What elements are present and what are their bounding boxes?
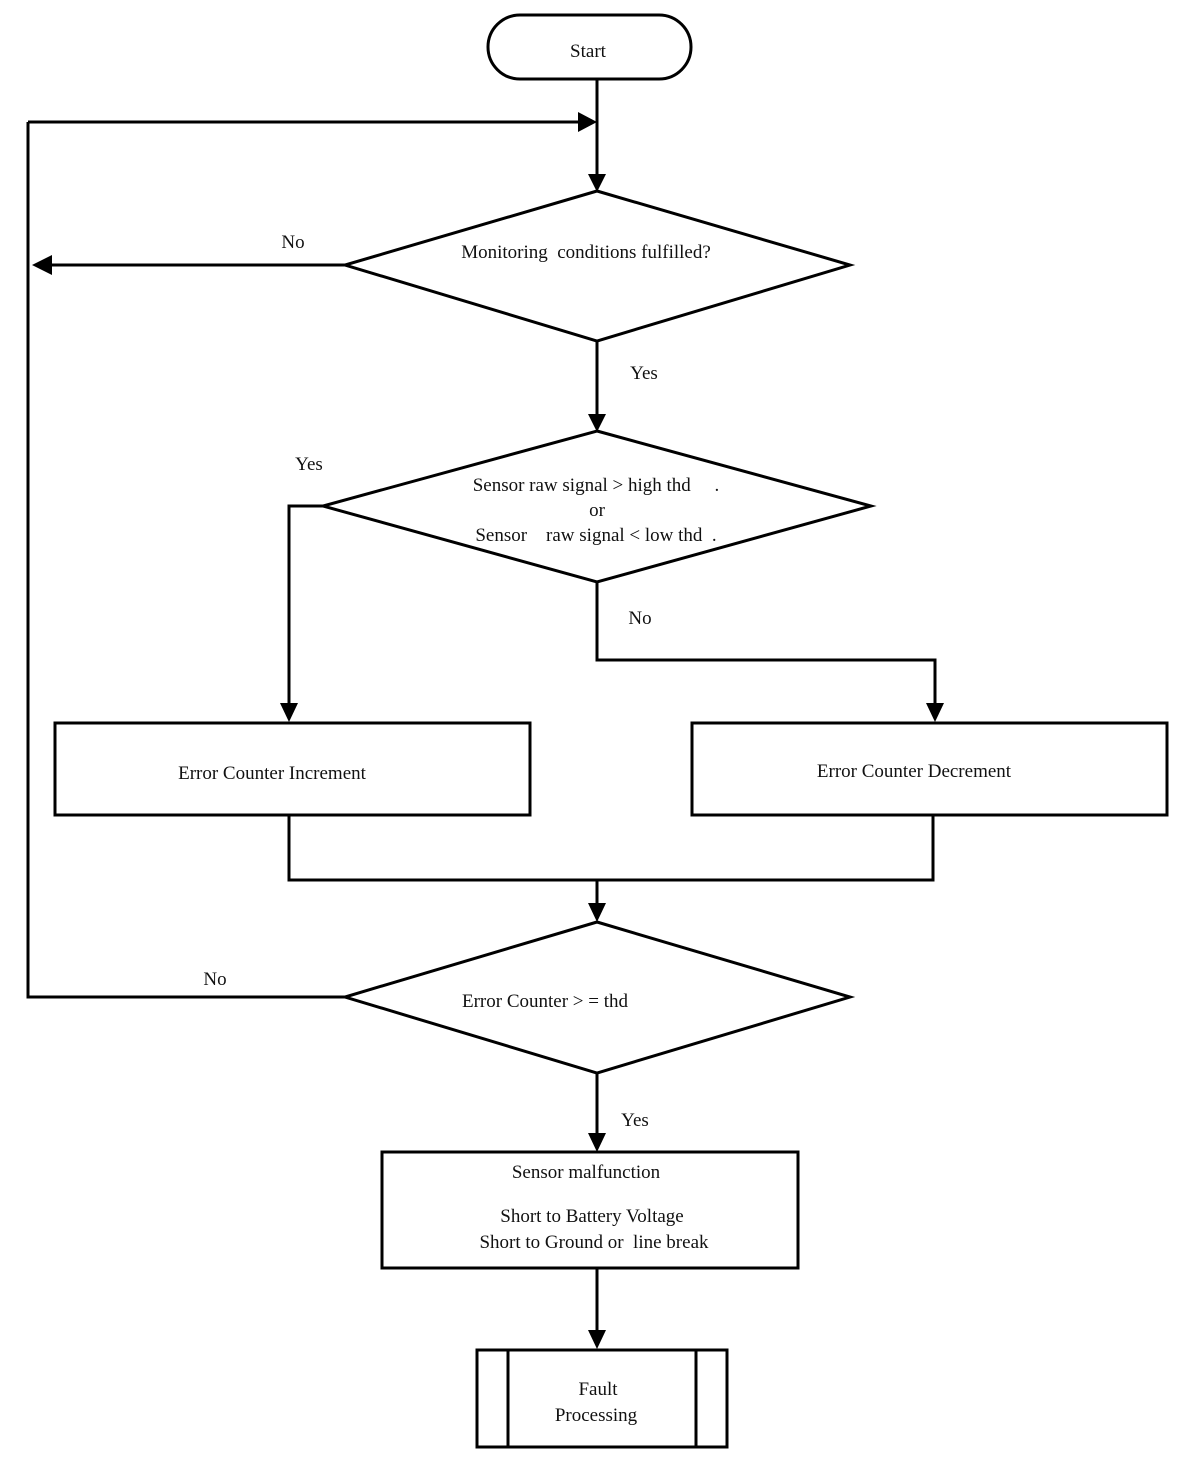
fault-process-box (475, 1348, 729, 1449)
arrowhead-to-monitoring (588, 174, 606, 192)
arrowhead-loop-return (578, 112, 597, 132)
signal-no-label: No (628, 608, 651, 629)
edge-counter-no (26, 122, 345, 999)
arrowhead-to-counter-check (588, 903, 606, 922)
malfunction-line3: Short to Ground or line break (479, 1232, 709, 1253)
start-label: Start (570, 41, 607, 62)
arrowhead-to-malfunction (588, 1133, 606, 1152)
counter-check-label: Error Counter > = thd (462, 991, 629, 1012)
increment-label: Error Counter Increment (178, 763, 367, 784)
arrowhead-monitoring-no (32, 255, 52, 275)
decrement-label: Error Counter Decrement (817, 761, 1012, 782)
monitoring-label: Monitoring conditions fulfilled? (461, 242, 711, 263)
increment-box (53, 721, 532, 817)
start-terminal (486, 13, 693, 81)
counter-yes-label: Yes (621, 1110, 649, 1131)
arrowhead-to-fault (588, 1330, 606, 1349)
malfunction-box (380, 1150, 800, 1270)
signal-check-line3: Sensor raw signal < low thd . (475, 525, 716, 546)
signal-check-line2: or (589, 500, 606, 521)
arrowhead-to-increment (280, 703, 298, 722)
signal-check-line1: Sensor raw signal > high thd . (473, 475, 720, 496)
monitoring-no-label: No (281, 232, 304, 253)
malfunction-line2: Short to Battery Voltage (500, 1206, 683, 1227)
fault-line2: Processing (555, 1405, 638, 1426)
edge-signal-no (595, 583, 937, 706)
counter-check-decision (339, 920, 856, 1075)
arrowhead-to-decrement (926, 703, 944, 722)
monitoring-decision (339, 189, 856, 343)
monitoring-yes-label: Yes (630, 363, 658, 384)
signal-yes-label: Yes (295, 454, 323, 475)
fault-line1: Fault (578, 1379, 618, 1400)
signal-check-decision (317, 429, 877, 584)
counter-no-label: No (203, 969, 226, 990)
edge-signal-yes (287, 504, 325, 706)
arrowhead-to-signal-check (588, 414, 606, 432)
malfunction-title: Sensor malfunction (512, 1162, 661, 1183)
edge-merge (287, 815, 935, 882)
decrement-box (690, 721, 1169, 817)
